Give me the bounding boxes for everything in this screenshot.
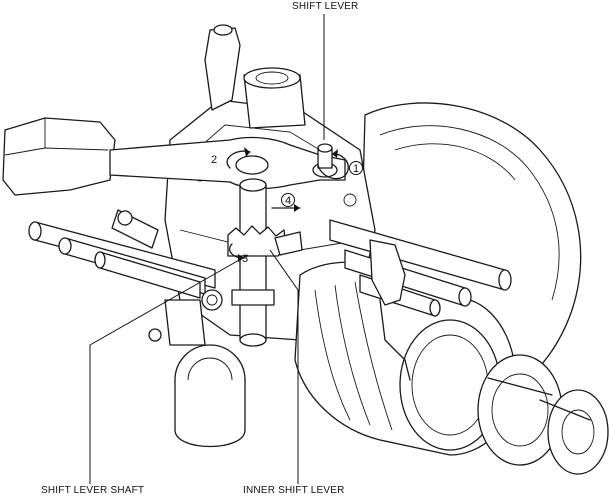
shift-lever-shaft-label: SHIFT LEVER SHAFT — [41, 485, 145, 496]
step-4-number: 4 — [285, 195, 291, 207]
shift-rods-right — [329, 219, 512, 381]
shift-lever-shaft — [201, 178, 275, 347]
shift-lever-label: SHIFT LEVER — [292, 1, 359, 12]
step-1-number: 1 — [353, 163, 359, 175]
shift-rods-left — [28, 209, 216, 299]
shift-lever-shaft-leader — [89, 254, 249, 484]
inner-shift-lever-label: INNER SHIFT LEVER — [243, 485, 345, 496]
inner-shift-lever-leader — [269, 249, 299, 484]
step-3-marker: 3 — [242, 253, 248, 265]
step-4-marker: 4 — [281, 193, 295, 207]
step-2-number: 2 — [211, 154, 217, 166]
upper-bracket — [204, 24, 306, 129]
step-1-marker: 1 — [349, 161, 363, 175]
clutch-assembly — [294, 261, 609, 475]
shift-lever-knob — [2, 117, 116, 196]
inner-shift-lever-gear — [227, 225, 303, 257]
step-2-marker: 2 — [211, 154, 217, 166]
step-3-number: 3 — [242, 253, 248, 265]
lower-base-cylinder — [148, 299, 246, 448]
